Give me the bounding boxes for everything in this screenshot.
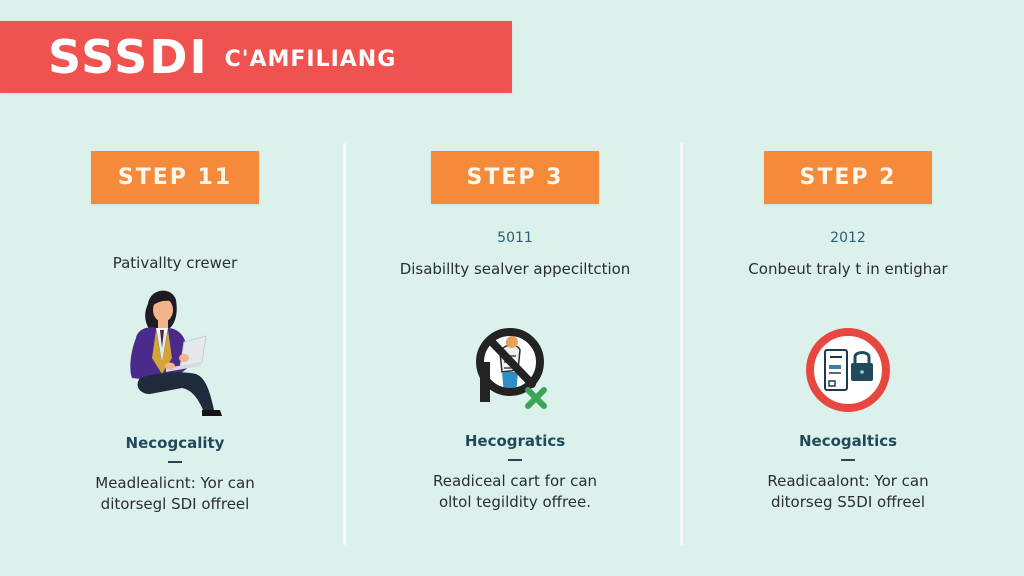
step-year: 2012: [830, 230, 866, 246]
column-divider: [680, 143, 683, 545]
step-body: Meadlealicnt: Yor can ditorsegl SDI offr…: [95, 473, 255, 513]
step-body: Readiceal cart for can oltol tegildity o…: [432, 471, 598, 511]
banner-title: SSSDI: [48, 30, 209, 84]
step-label: STEP 3: [466, 165, 564, 190]
step-badge: STEP 3: [431, 151, 599, 204]
step-subtitle: Pativallty crewer: [112, 254, 238, 272]
step-badge: STEP 2: [764, 151, 932, 204]
heading-dash: [841, 459, 855, 461]
step-column-3: STEP 2 2012 Conbeut traly t in entighar …: [723, 151, 973, 513]
step-badge: STEP 11: [91, 151, 259, 204]
step-column-1: STEP 11 Pativallty crewer: [50, 151, 300, 515]
step-heading: Necogaltics: [798, 432, 898, 450]
step-subtitle: Conbeut traly t in entighar: [748, 260, 948, 278]
person-with-laptop-illustration: [110, 282, 240, 432]
heading-dash: [508, 459, 522, 461]
heading-dash: [168, 461, 182, 463]
step-label: STEP 2: [799, 165, 897, 190]
step-heading: Hecogratics: [464, 432, 566, 450]
no-sign-document-lock-icon: [783, 310, 913, 430]
banner-subtitle: C'AMFILIANG: [224, 46, 397, 72]
prohibited-person-with-check-icon: [450, 310, 580, 430]
step-label: STEP 11: [117, 165, 233, 190]
step-heading: Necogcality: [125, 434, 225, 452]
step-body: Readicaalont: Yor can ditorseg S5DI offr…: [767, 471, 929, 511]
step-subtitle: Disabillty sealver appeciltction: [399, 260, 631, 278]
step-column-2: STEP 3 5011 Disabillty sealver appeciltc…: [390, 151, 640, 513]
title-banner: SSSDI C'AMFILIANG: [0, 21, 512, 93]
step-year: 5011: [497, 230, 533, 246]
column-divider: [343, 143, 346, 545]
